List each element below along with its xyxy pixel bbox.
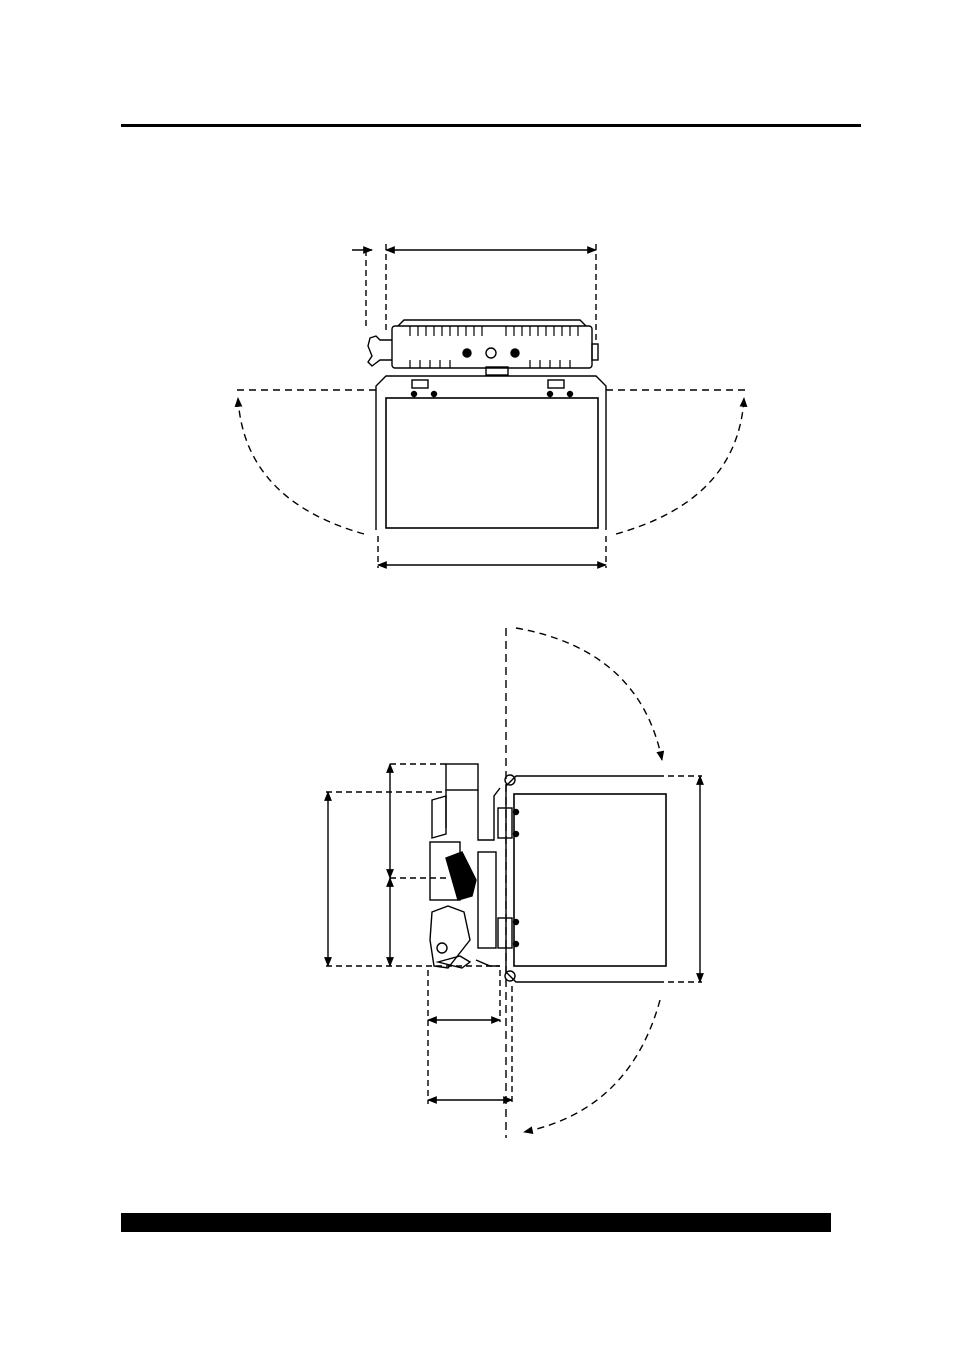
- side-screen-panel: [498, 775, 666, 982]
- front-knob: [368, 336, 392, 366]
- front-view-drawing: [236, 244, 746, 568]
- side-mount-body: [430, 764, 500, 968]
- front-swing-arcs: [238, 398, 744, 534]
- side-swing-arc-bottom: [524, 1000, 660, 1132]
- front-screen-panel: [376, 394, 606, 530]
- front-mount-plate: [236, 376, 746, 397]
- front-bottom-dimension: [378, 536, 606, 568]
- footer-bar: [121, 1213, 831, 1232]
- side-view-drawing: [326, 628, 702, 1138]
- front-unit-body: [368, 320, 598, 375]
- side-left-dimensions: [326, 764, 500, 966]
- side-right-dimension: [668, 776, 702, 982]
- side-bottom-dimensions: [428, 970, 512, 1104]
- side-swing-arc-top: [516, 628, 662, 760]
